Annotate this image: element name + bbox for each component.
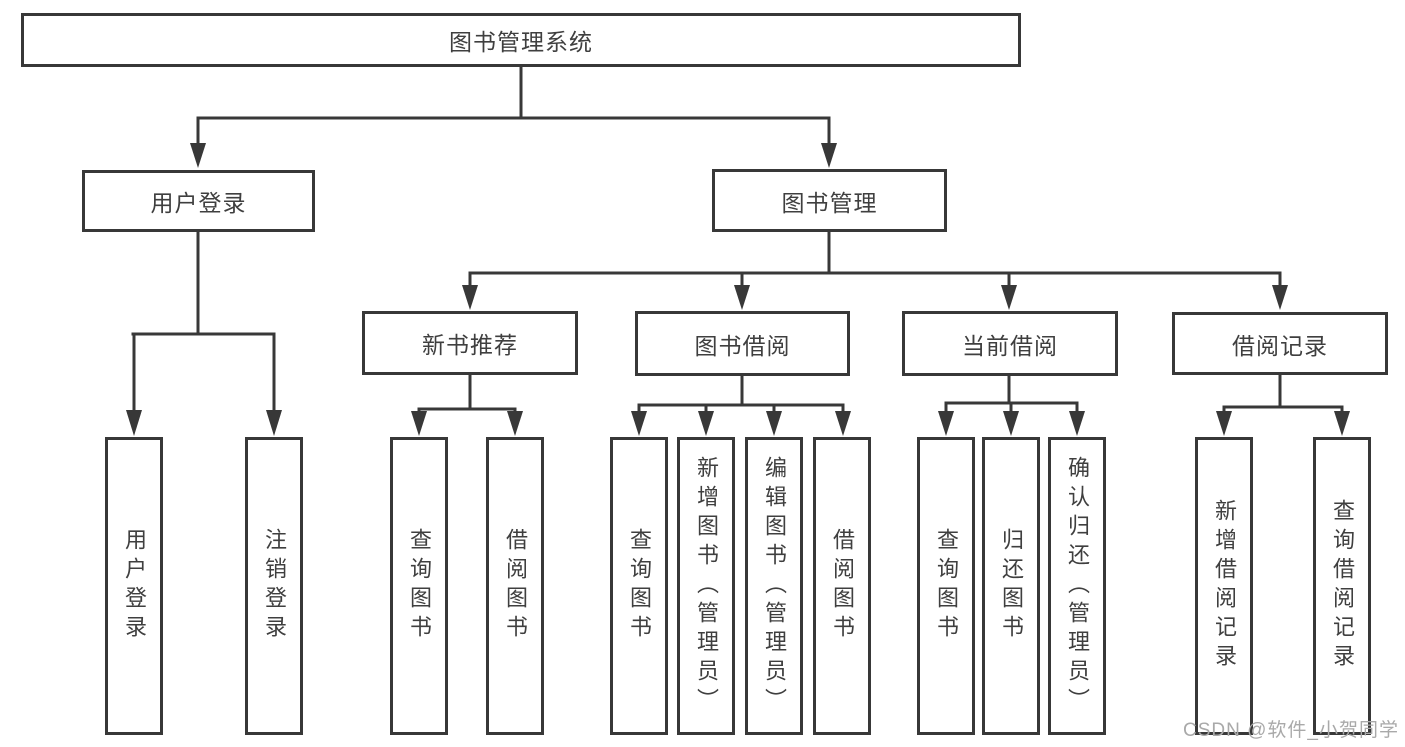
node-book-management: 图书管理 bbox=[712, 169, 947, 232]
leaf-add-borrow-record: 新增借阅记录 bbox=[1195, 437, 1253, 735]
node-current-borrowing: 当前借阅 bbox=[902, 311, 1118, 376]
node-book-borrowing: 图书借阅 bbox=[635, 311, 850, 376]
leaf-add-books-admin: 新增图书（管理员） bbox=[677, 437, 735, 735]
leaf-confirm-return-admin: 确认归还（管理员） bbox=[1048, 437, 1106, 735]
node-new-book-recommendation: 新书推荐 bbox=[362, 311, 578, 375]
leaf-query-books-1: 查询图书 bbox=[390, 437, 448, 735]
node-library-management-system: 图书管理系统 bbox=[21, 13, 1021, 67]
leaf-borrow-books-1: 借阅图书 bbox=[486, 437, 544, 735]
leaf-logout: 注销登录 bbox=[245, 437, 303, 735]
leaf-query-borrow-record: 查询借阅记录 bbox=[1313, 437, 1371, 735]
leaf-query-books-3: 查询图书 bbox=[917, 437, 975, 735]
leaf-user-login: 用户登录 bbox=[105, 437, 163, 735]
leaf-return-books: 归还图书 bbox=[982, 437, 1040, 735]
leaf-edit-books-admin: 编辑图书（管理员） bbox=[745, 437, 803, 735]
node-borrowing-records: 借阅记录 bbox=[1172, 312, 1388, 375]
leaf-borrow-books-2: 借阅图书 bbox=[813, 437, 871, 735]
csdn-watermark: CSDN @软件_小贺同学 bbox=[1183, 720, 1399, 741]
node-user-login: 用户登录 bbox=[82, 170, 315, 232]
leaf-query-books-2: 查询图书 bbox=[610, 437, 668, 735]
